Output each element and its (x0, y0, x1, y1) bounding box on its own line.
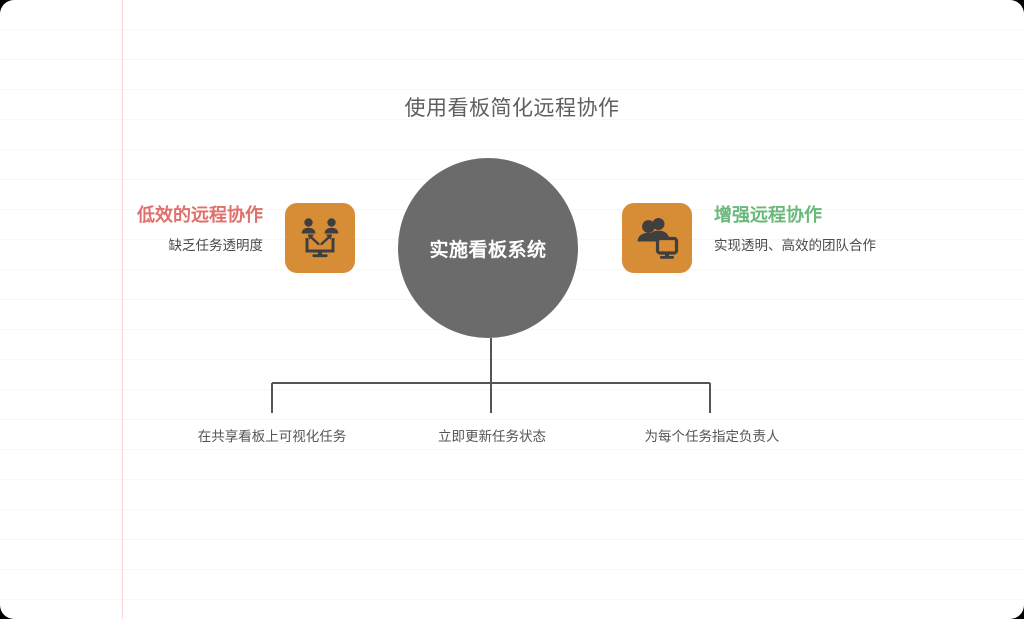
right-branch[interactable]: 增强远程协作 实现透明、高效的团队合作 (622, 203, 879, 273)
right-branch-title: 增强远程协作 (714, 205, 822, 225)
left-branch-subtitle: 缺乏任务透明度 (168, 238, 264, 254)
left-branch[interactable]: 低效的远程协作 缺乏任务透明度 (98, 203, 355, 273)
left-branch-text: 低效的远程协作 缺乏任务透明度 (98, 203, 263, 257)
leaf-label-2[interactable]: 为每个任务指定负责人 (644, 429, 780, 444)
remote-collaboration-icon (301, 218, 339, 258)
right-branch-subtitle: 实现透明、高效的团队合作 (714, 238, 876, 254)
remote-collaboration-icon-tile[interactable] (285, 203, 355, 273)
team-monitor-icon (637, 218, 679, 259)
center-node[interactable]: 实施看板系统 (398, 158, 578, 338)
diagram-title: 使用看板简化远程协作 (404, 97, 620, 120)
left-branch-title: 低效的远程协作 (137, 205, 263, 225)
right-branch-text: 增强远程协作 实现透明、高效的团队合作 (714, 203, 879, 257)
leaf-label-0[interactable]: 在共享看板上可视化任务 (197, 429, 347, 444)
center-node-label: 实施看板系统 (429, 239, 547, 261)
leaf-label-1[interactable]: 立即更新任务状态 (438, 429, 546, 444)
team-monitor-icon-tile[interactable] (622, 203, 692, 273)
